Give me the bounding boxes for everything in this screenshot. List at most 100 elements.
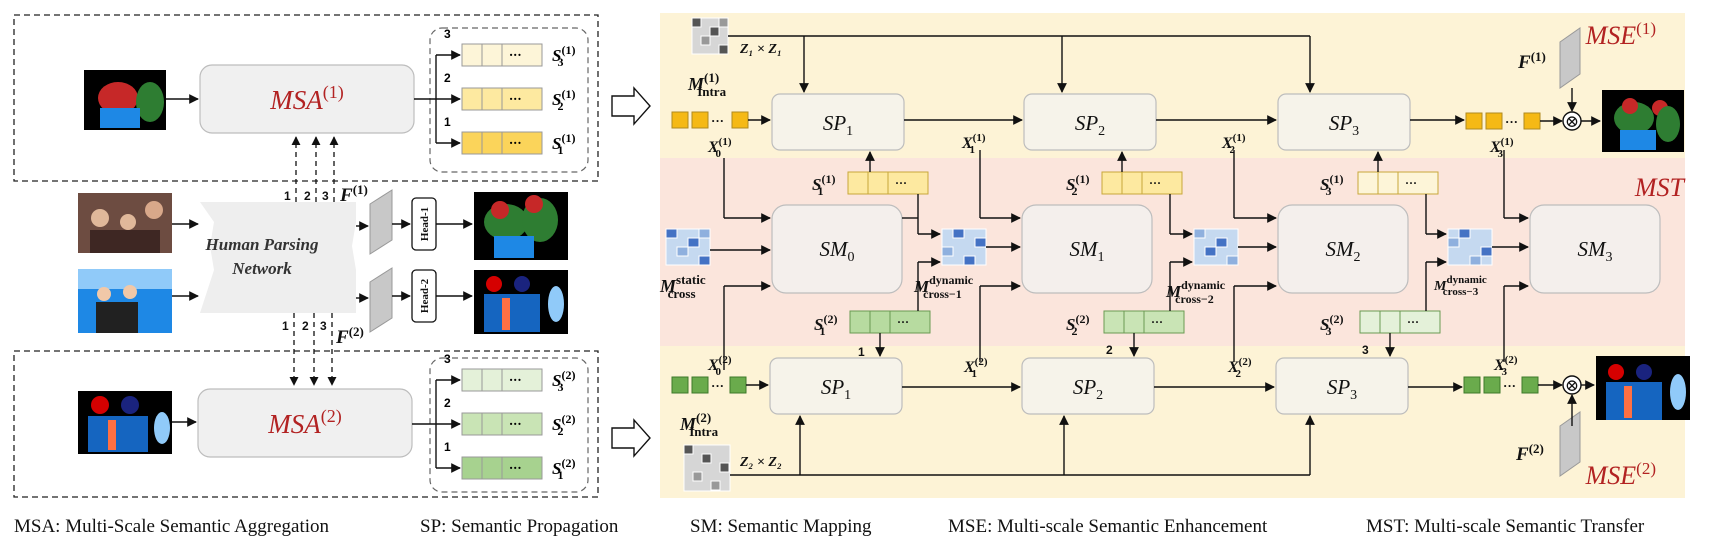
s-top-2-label: S(1)2 [1066, 172, 1089, 198]
stack1-row: 2···S(1)2 [444, 71, 575, 113]
msa1-input-parsing-map [84, 70, 166, 130]
svg-text:2: 2 [1106, 343, 1113, 357]
sp-top-2-label: SP2 [1075, 111, 1105, 139]
stack2-row: 1···S(2)1 [444, 440, 575, 482]
msa2-input-parsing-map [78, 391, 172, 454]
sm-3-label: SM3 [1578, 237, 1613, 265]
dots-bottom-in: ··· [711, 378, 724, 393]
x-bottom-1-label: X(2)1 [963, 356, 988, 380]
stack1-scale-number: 3 [444, 27, 451, 41]
stack1-scale-number: 1 [444, 115, 451, 129]
sm-2-label: SM2 [1326, 237, 1361, 265]
s-strip-top [847, 171, 1439, 195]
sp-bottom-modules [769, 357, 1409, 415]
dots-top-out: ··· [1505, 114, 1518, 129]
s-top-dots-2: ··· [1149, 176, 1161, 190]
right-connectors [710, 35, 1601, 476]
stack1-row: 3···S(1)3 [444, 27, 575, 69]
m-static-matrix [665, 228, 711, 266]
token-strip-top-input [671, 111, 749, 129]
svg-text:2: 2 [304, 189, 311, 203]
photo-family [78, 193, 172, 253]
stack2-dots: ··· [509, 417, 522, 431]
stack1-row: 1 ··· S(1)1 [444, 115, 575, 157]
otimes-bottom-glyph: ⊗ [1565, 376, 1579, 396]
mst-label: MST [1634, 173, 1686, 202]
feature-map-f1 [369, 189, 393, 255]
sm-modules [771, 204, 1661, 294]
stack1-dots: ··· [509, 48, 522, 62]
sm-1-label: SM1 [1070, 237, 1105, 265]
stack2-scale-number: 3 [444, 352, 451, 366]
stack2-label: S(2)2 [552, 412, 575, 438]
stack2-label: S(2)1 [552, 456, 575, 482]
head1-output-map [474, 192, 568, 260]
stack2-label: S(2)3 [552, 368, 575, 394]
s-bottom-dots-1: ··· [897, 315, 909, 329]
msa1-scale-connectors [289, 136, 339, 386]
flow-arrow-top [611, 86, 651, 126]
human-parsing-network [200, 202, 356, 313]
network-label-line1: Human Parsing [205, 235, 319, 254]
mse2-output-map [1596, 356, 1690, 420]
x-bottom-0-label: X(2)0 [707, 354, 732, 378]
right-f1-label: F(1) [1517, 49, 1546, 73]
svg-text:3: 3 [320, 319, 327, 333]
x-top-0-label: X(1)0 [707, 136, 732, 160]
legend-mse: MSE: Multi-scale Semantic Enhancement [948, 516, 1268, 537]
stack2-row: 3 ··· S(2)3 [444, 352, 575, 394]
dots-top-in: ··· [711, 113, 724, 128]
photo-stage [78, 269, 172, 333]
head1-label: Head-1 [419, 207, 431, 241]
svg-text:1: 1 [282, 319, 289, 333]
feature-map-f2 [369, 267, 393, 333]
right-f2-label: F(2) [1515, 441, 1544, 465]
msa1-region [13, 14, 599, 182]
stack2-scale-number: 1 [444, 440, 451, 454]
token-strip-bottom-output [1463, 376, 1539, 394]
dots-bottom-out: ··· [1503, 378, 1516, 393]
svg-text:1: 1 [284, 189, 291, 203]
msa2-label: MSA(2) [267, 406, 341, 439]
stack1-label: S(1)1 [552, 131, 575, 157]
m-intra2-label: M(2)Intra [679, 410, 719, 439]
sp-bottom-3-label: SP3 [1327, 375, 1357, 403]
stack2-dots: ··· [509, 373, 522, 387]
stack1-dots: ··· [509, 92, 522, 106]
token-strip-bottom-input [671, 376, 747, 394]
right-scale-numbers: 1 2 3 [858, 343, 1369, 359]
svg-text:1: 1 [858, 345, 865, 359]
x-bottom-3-label: X(2)3 [1493, 354, 1518, 378]
left-scale-numbers: 1 2 3 1 2 3 [282, 189, 329, 333]
x-bottom-2-label: X(2)2 [1227, 356, 1252, 380]
otimes-top-glyph: ⊗ [1565, 112, 1579, 132]
x-top-3-label: X(1)3 [1489, 136, 1514, 160]
stack2-row: 2 ··· S(2)2 [444, 396, 575, 438]
s-strip-bottom [849, 310, 1441, 334]
m-intra2-matrix [683, 444, 731, 492]
mse1-output-map [1602, 90, 1684, 152]
head2-output-map [474, 270, 568, 334]
msa2-region [13, 350, 599, 498]
stack1-label: S(1)2 [552, 87, 575, 113]
s-bottom-dots-3: ··· [1407, 315, 1419, 329]
svg-text:3: 3 [322, 189, 329, 203]
sp-bottom-1-label: SP1 [821, 375, 851, 403]
sp-top-modules [771, 93, 1411, 151]
legend-msa: MSA: Multi-Scale Semantic Aggregation [14, 516, 330, 537]
f2-label: F(2) [335, 324, 364, 348]
svg-text:3: 3 [1362, 343, 1369, 357]
z2-label: Z₂ × Z₂ [739, 455, 782, 470]
stack1-dots: ··· [509, 136, 522, 150]
legend-mst: MST: Multi-scale Semantic Transfer [1366, 516, 1645, 537]
s-top-dots-3: ··· [1405, 176, 1417, 190]
mse1-label: MSE(1) [1585, 19, 1656, 50]
flow-arrow-bottom [611, 418, 651, 458]
m-intra1-matrix [691, 17, 729, 55]
feature-map-right-f2 [1559, 411, 1581, 477]
stack2-scale-number: 2 [444, 396, 451, 410]
sp-top-1-label: SP1 [823, 111, 853, 139]
